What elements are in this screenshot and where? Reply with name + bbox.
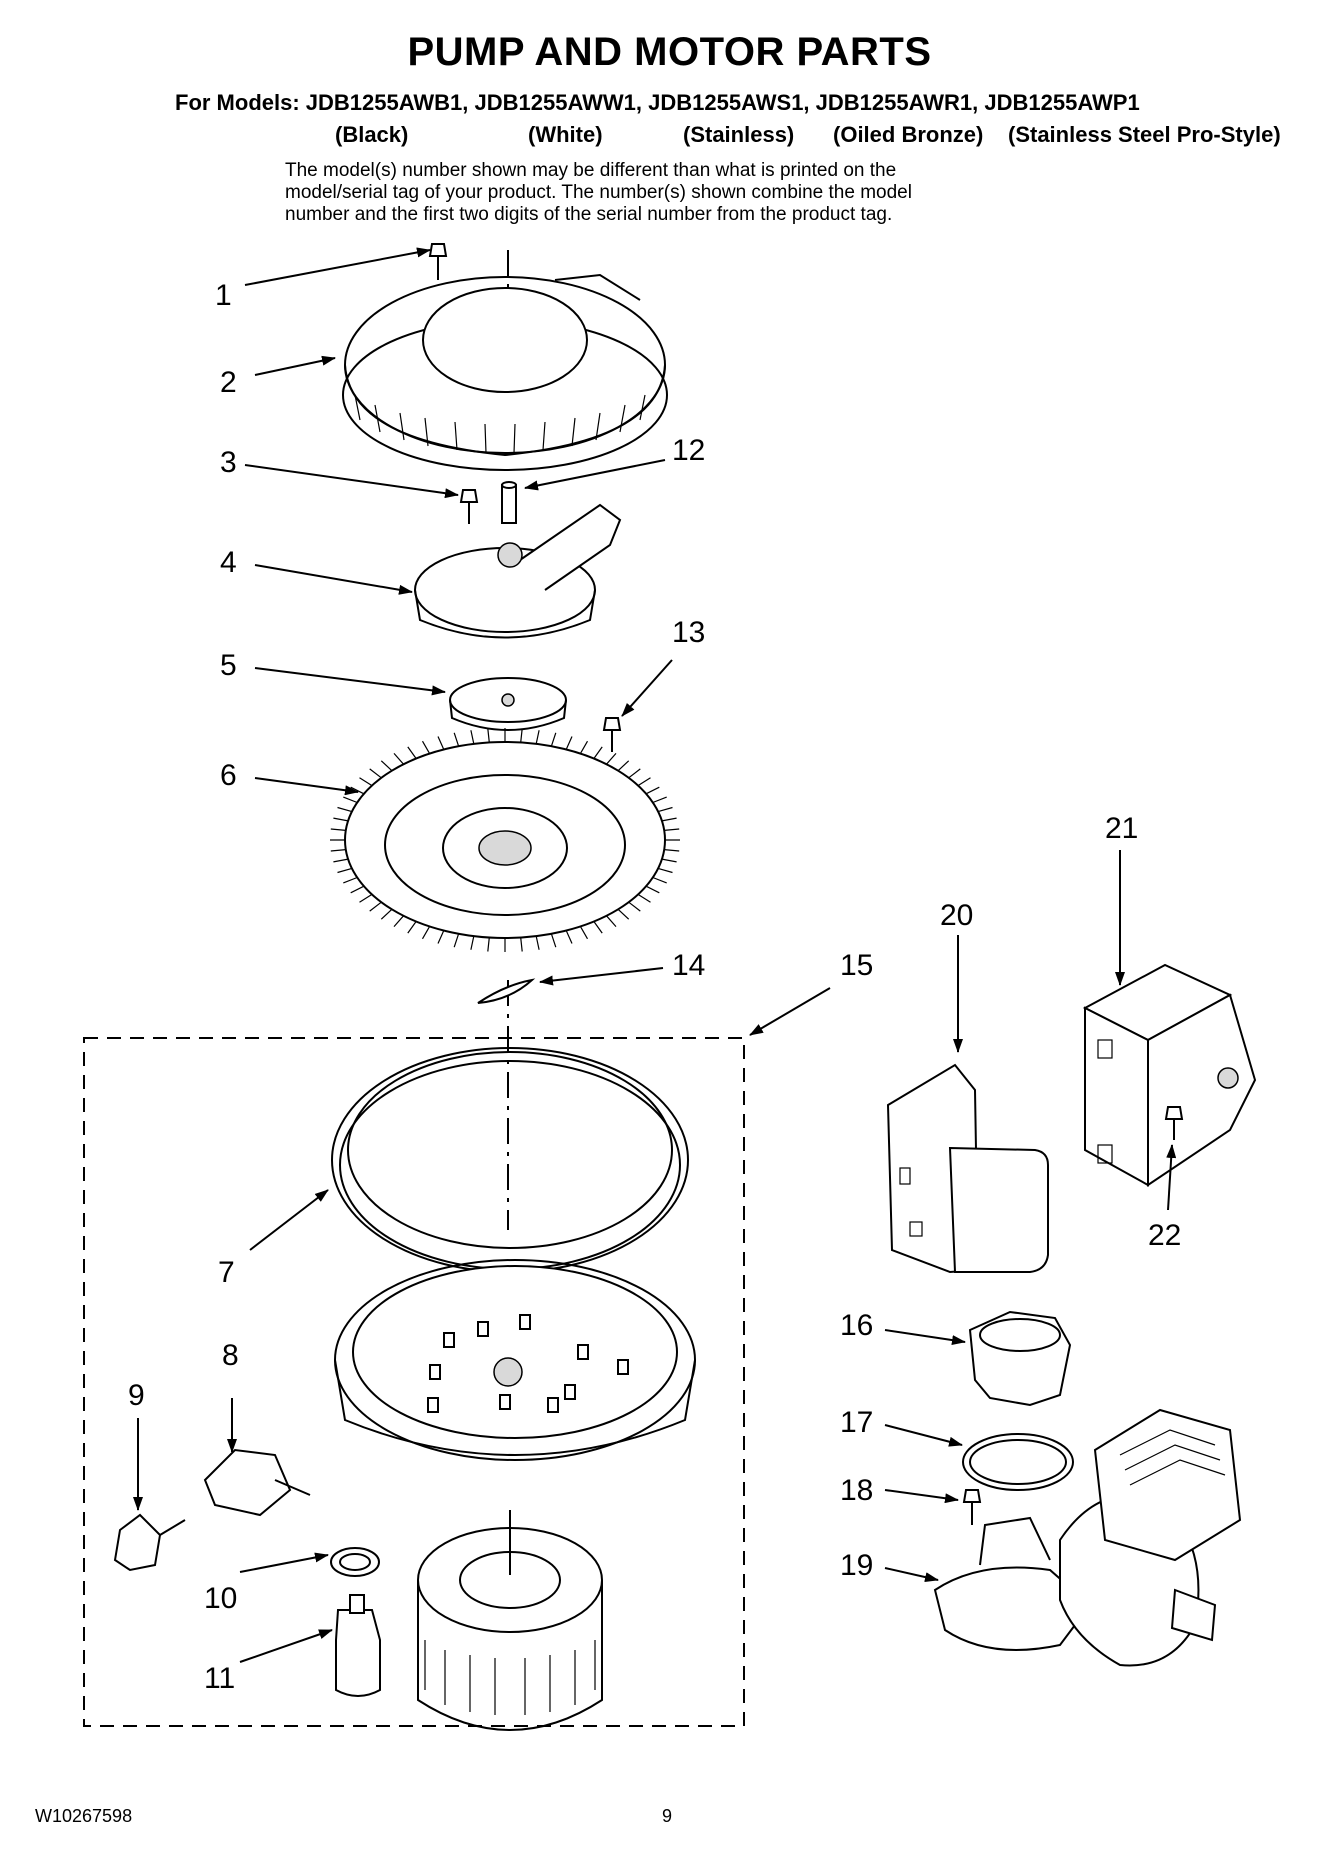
part-12-sleeve bbox=[501, 481, 517, 524]
callout-19: 19 bbox=[840, 1549, 873, 1582]
models-line: For Models: JDB1255AWB1, JDB1255AWW1, JD… bbox=[175, 90, 1140, 115]
callout-12: 12 bbox=[672, 434, 705, 467]
variant-pro-style: (Stainless Steel Pro-Style) bbox=[1008, 122, 1281, 147]
model-note: The model(s) number shown may be differe… bbox=[285, 160, 1065, 226]
note-line: number and the first two digits of the s… bbox=[285, 204, 893, 225]
document-number: W10267598 bbox=[35, 1806, 133, 1826]
page-title: PUMP AND MOTOR PARTS bbox=[407, 30, 932, 74]
callout-3: 3 bbox=[220, 446, 237, 479]
part-7-gasket-ring bbox=[331, 1047, 689, 1273]
callout-6: 6 bbox=[220, 759, 237, 792]
part-4-pump-housing bbox=[414, 503, 622, 639]
part-21-cover bbox=[1082, 963, 1257, 1187]
part-13-screw bbox=[602, 717, 622, 752]
part-14-seal bbox=[477, 978, 536, 1004]
callout-20: 20 bbox=[940, 899, 973, 932]
callout-16: 16 bbox=[840, 1309, 873, 1342]
callout-2: 2 bbox=[220, 366, 237, 399]
part-3-screw bbox=[459, 489, 479, 524]
callout-5: 5 bbox=[220, 649, 237, 682]
page-number: 9 bbox=[662, 1806, 673, 1826]
part-10-o-ring bbox=[330, 1547, 380, 1577]
callout-9: 9 bbox=[128, 1379, 145, 1412]
part-15-assembly-box bbox=[83, 1037, 745, 1727]
part-17-o-ring bbox=[962, 1433, 1074, 1491]
callout-arrows bbox=[133, 247, 1177, 1663]
part-19-drain-pump bbox=[933, 1408, 1242, 1667]
part-6-pump-body bbox=[330, 728, 680, 952]
callout-10: 10 bbox=[204, 1582, 237, 1615]
part-5-impeller bbox=[449, 677, 567, 731]
callout-22: 22 bbox=[1148, 1219, 1181, 1252]
sump-housing bbox=[334, 1259, 696, 1461]
part-16-cap bbox=[968, 1310, 1072, 1407]
callout-4: 4 bbox=[220, 546, 237, 579]
part-11-sensor bbox=[335, 1594, 381, 1697]
pump-motor bbox=[417, 1510, 603, 1731]
callout-15: 15 bbox=[840, 949, 873, 982]
part-18-screw bbox=[962, 1489, 982, 1525]
callout-labels: 1 2 3 4 5 6 7 8 9 10 11 12 13 14 15 16 1… bbox=[128, 279, 1181, 1695]
part-9-clip bbox=[113, 1513, 186, 1572]
variant-black: (Black) bbox=[335, 122, 409, 147]
variant-white: (White) bbox=[528, 122, 603, 147]
part-22-screw bbox=[1164, 1106, 1184, 1140]
callout-21: 21 bbox=[1105, 812, 1138, 845]
callout-1: 1 bbox=[215, 279, 232, 312]
note-line: model/serial tag of your product. The nu… bbox=[285, 182, 912, 203]
callout-13: 13 bbox=[672, 616, 705, 649]
variant-stainless: (Stainless) bbox=[683, 122, 795, 147]
variant-oiled-bronze: (Oiled Bronze) bbox=[833, 122, 984, 147]
callout-17: 17 bbox=[840, 1406, 873, 1439]
note-line: The model(s) number shown may be differe… bbox=[285, 160, 897, 181]
part-8-bracket bbox=[203, 1448, 311, 1517]
callout-14: 14 bbox=[672, 949, 705, 982]
part-1-screw bbox=[428, 243, 448, 280]
part-20-bracket bbox=[886, 1063, 1049, 1274]
part-2-upper-housing bbox=[342, 273, 668, 471]
callout-18: 18 bbox=[840, 1474, 873, 1507]
callout-7: 7 bbox=[218, 1256, 235, 1289]
callout-8: 8 bbox=[222, 1339, 239, 1372]
callout-11: 11 bbox=[204, 1662, 235, 1695]
